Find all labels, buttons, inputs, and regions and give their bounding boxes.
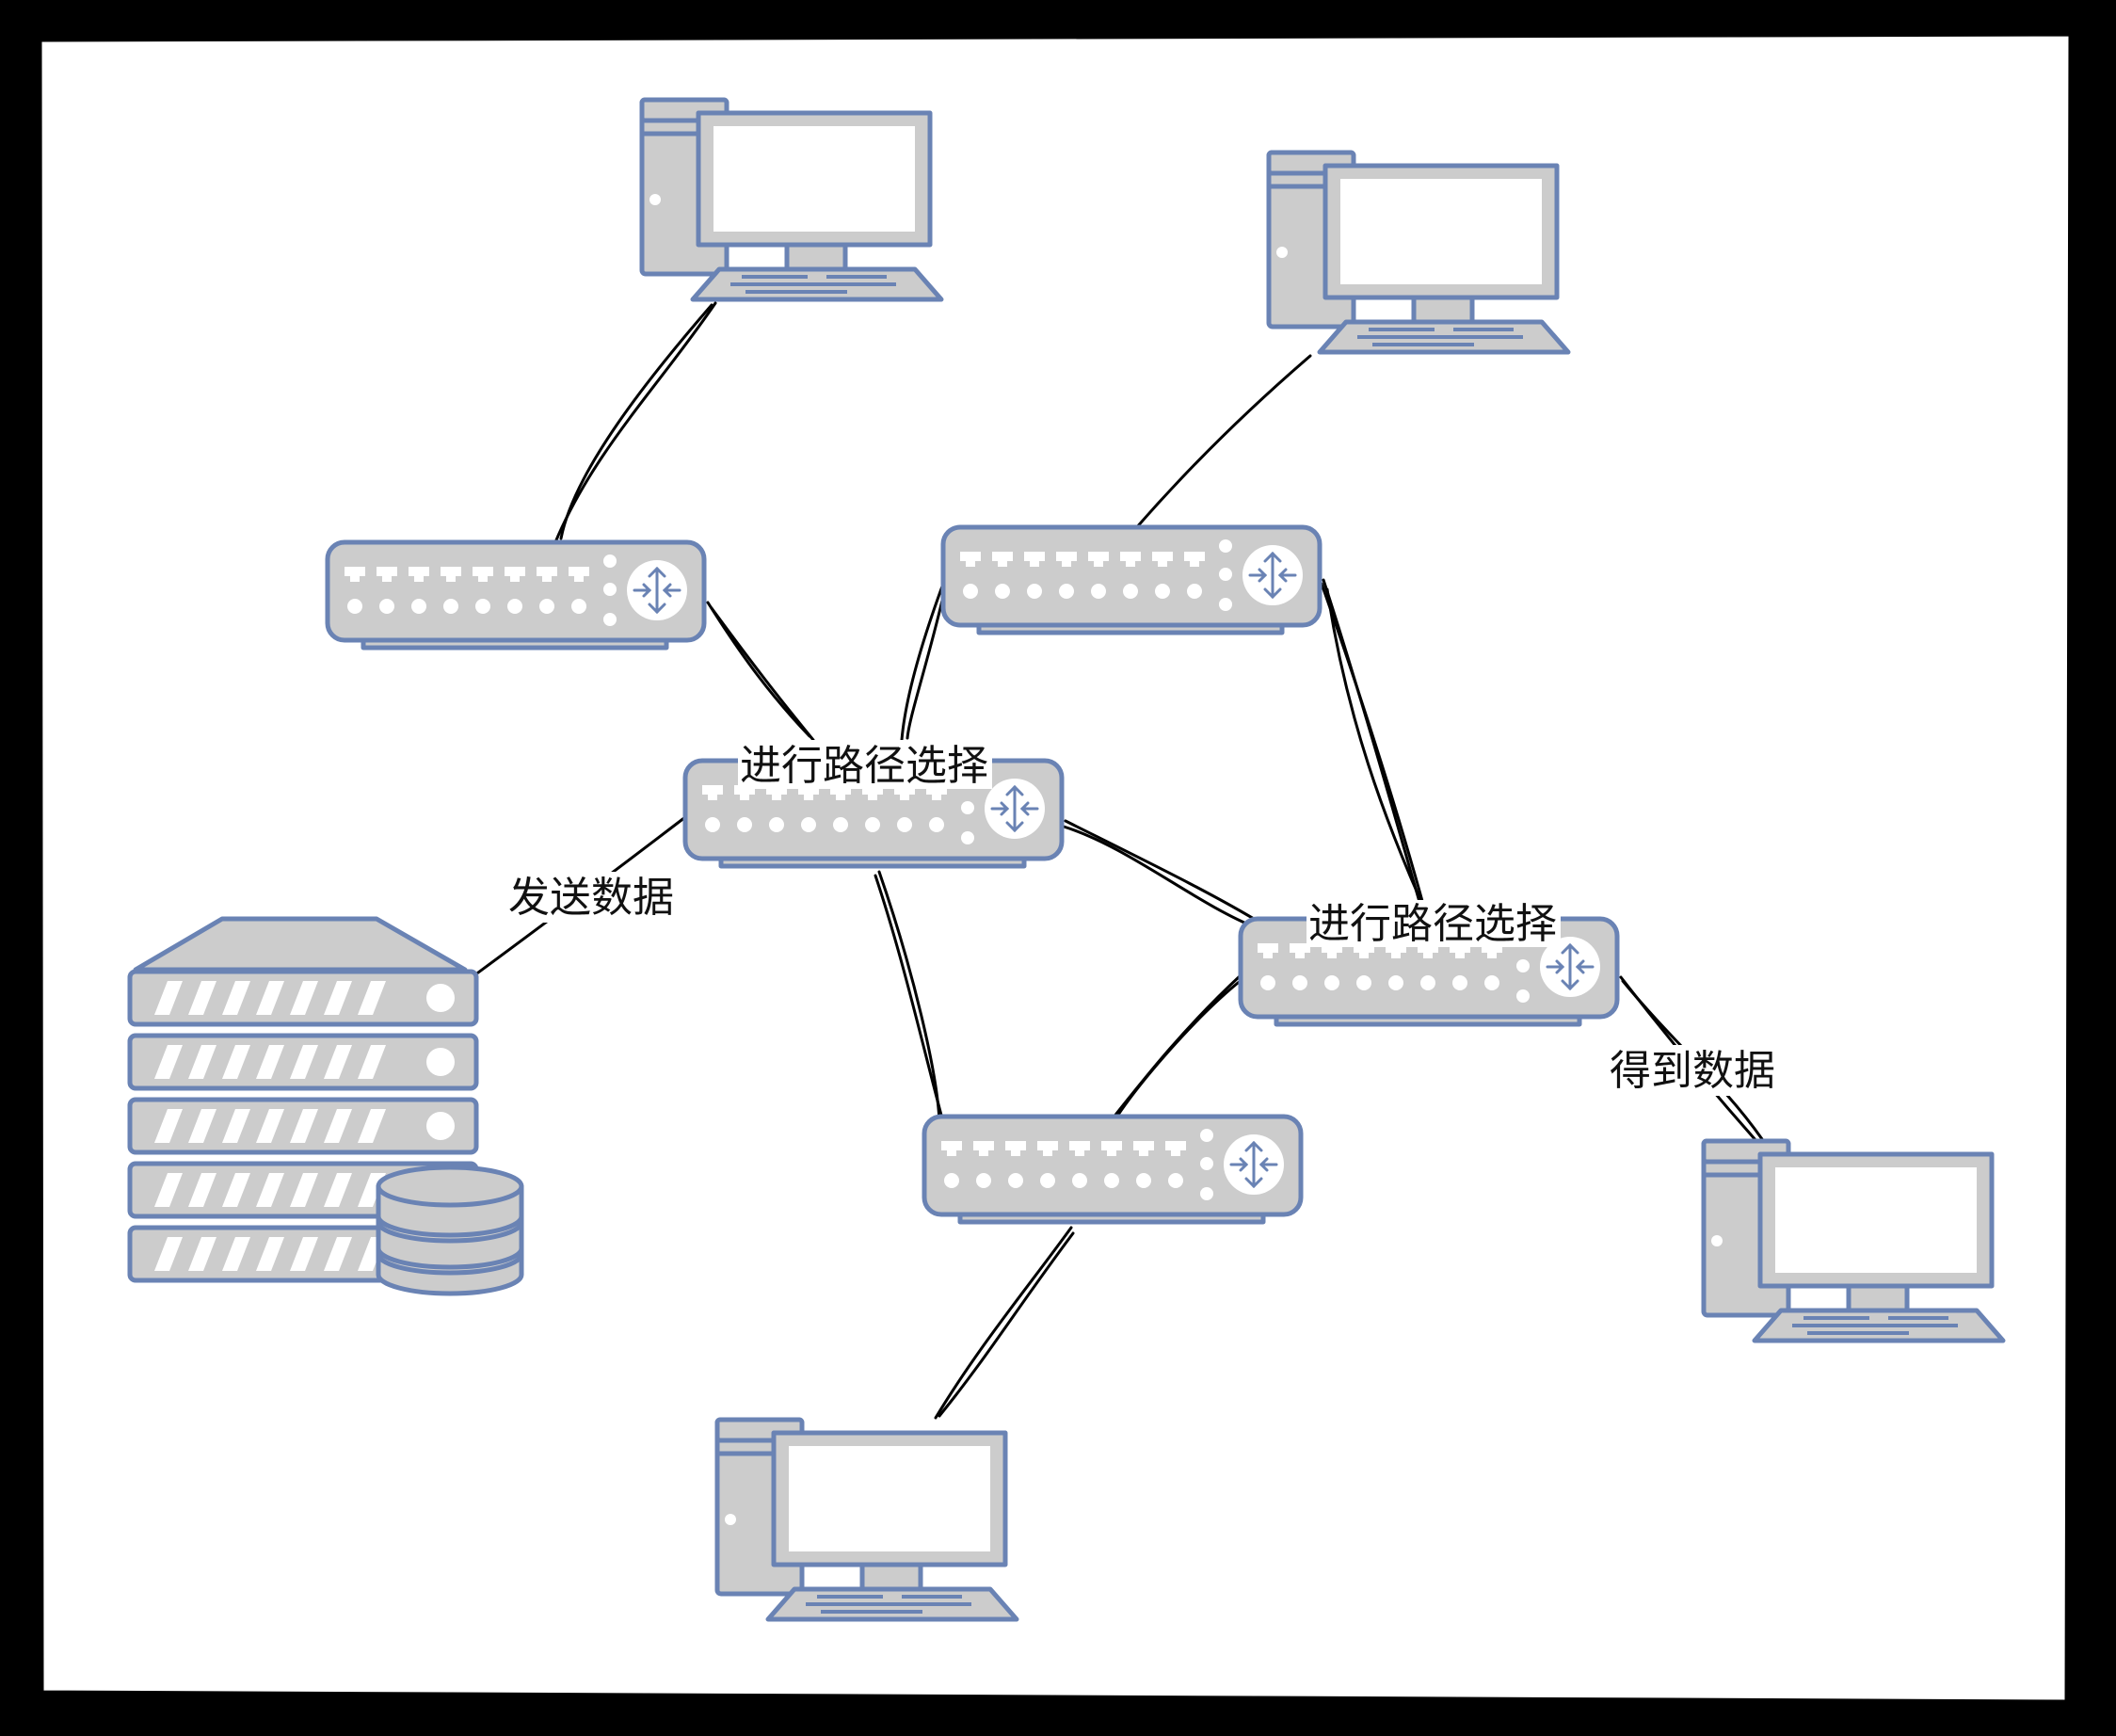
link-router-bottom-pc-bottom-2	[938, 1231, 1075, 1418]
link-pc-top-left-router-left-2	[559, 303, 713, 540]
link-router-center-router-bottom-2	[877, 870, 941, 1124]
desktop-computer-icon	[1269, 153, 1568, 352]
edge-label-route-right: 进行路径选择	[1306, 900, 1561, 948]
desktop-computer-icon	[1704, 1141, 2003, 1341]
desktop-computer-icon	[642, 100, 941, 299]
link-router-bottom-pc-bottom	[934, 1226, 1073, 1420]
database-server-icon	[130, 919, 521, 1294]
link-router-top-right-router-right	[1322, 578, 1425, 917]
receive-data-label: 得到数据	[1610, 1047, 1775, 1095]
link-router-top-right-router-right-2	[1325, 587, 1431, 921]
link-router-top-right-router-center	[900, 582, 945, 742]
route-selection-label: 进行路径选择	[1308, 900, 1557, 948]
link-router-center-router-right-2	[1062, 825, 1259, 930]
link-router-left-router-center-2	[710, 606, 815, 742]
send-data-label: 发送数据	[508, 874, 674, 922]
route-selection-label: 进行路径选择	[740, 742, 988, 790]
edge-label-send: 发送数据	[506, 872, 676, 923]
router-icon	[924, 1117, 1301, 1222]
link-pc-top-right-router-top-right	[1133, 354, 1312, 531]
edge-label-receive: 得到数据	[1608, 1045, 1777, 1096]
diagram-canvas	[37, 31, 2074, 1705]
edge-label-route-center: 进行路径选择	[738, 740, 992, 790]
network-links	[473, 301, 1764, 1420]
router-icon	[328, 542, 704, 648]
link-router-top-right-router-right-3	[1320, 582, 1427, 913]
link-router-right-router-bottom-2	[1113, 977, 1244, 1122]
link-router-center-router-right	[1064, 819, 1265, 926]
desktop-computer-icon	[717, 1420, 1017, 1619]
router-icon	[943, 527, 1320, 633]
